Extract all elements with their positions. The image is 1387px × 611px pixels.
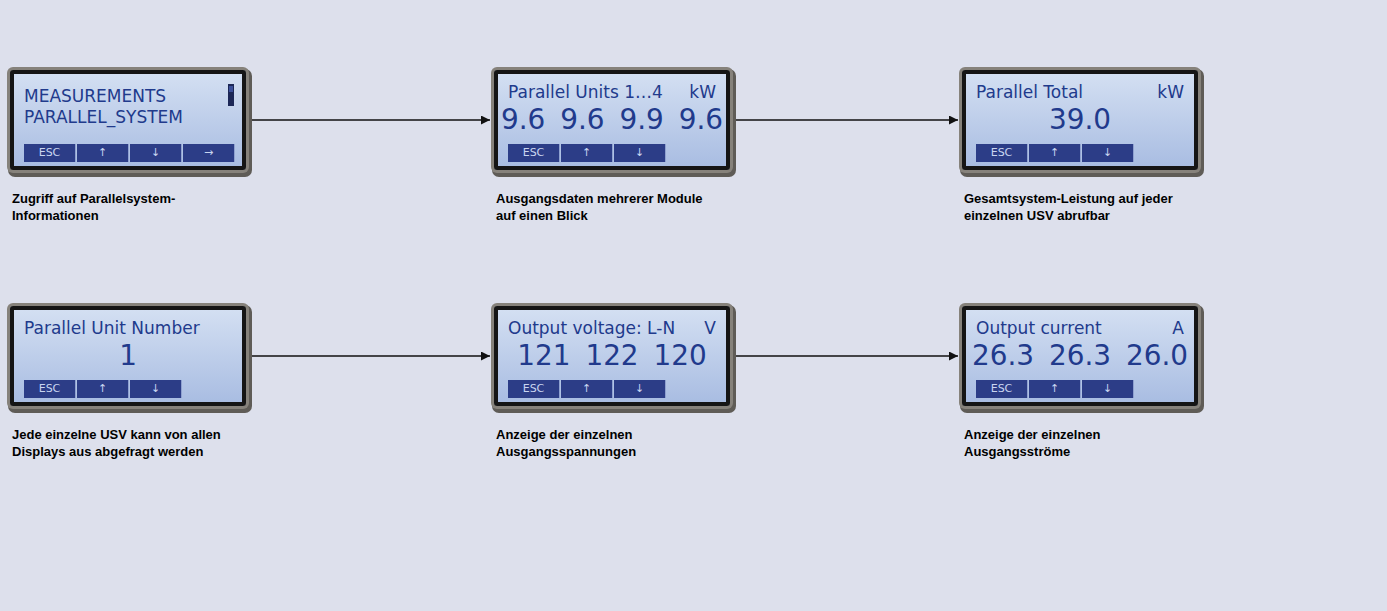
softkey-button: ↑ — [77, 380, 129, 398]
softkey-button: ↑ — [1029, 380, 1081, 398]
reading-value: 26.3 26.3 26.0 — [966, 338, 1194, 374]
unit-label: A — [1172, 318, 1184, 338]
flow-arrow — [250, 119, 490, 121]
lcd-screen: Output currentA26.3 26.3 26.0Anzeige der… — [962, 306, 1198, 406]
softkey-label: ↓ — [1082, 144, 1133, 162]
softkey-label: ESC — [508, 144, 559, 162]
softkey-label: ↑ — [1029, 144, 1080, 162]
lcd-screen: MEASUREMENTS PARALLEL_SYSTEMZugriff auf … — [10, 70, 246, 170]
lcd-screen: Parallel Unit Number1Jede einzelne USV k… — [10, 306, 246, 406]
softkey-label: ↓ — [130, 380, 181, 398]
flow-arrow — [250, 355, 490, 357]
screen-heading: Output current — [976, 318, 1102, 338]
menu-text: MEASUREMENTS PARALLEL_SYSTEM — [24, 86, 214, 128]
softkey-button: ↓ — [614, 144, 666, 162]
softkey-label: ↓ — [130, 144, 181, 162]
softkey-label: ESC — [24, 380, 75, 398]
softkey-button: ESC — [508, 144, 560, 162]
reading-value: 1 — [14, 338, 242, 374]
softkey-button: ↓ — [130, 144, 182, 162]
softkey-label: ↑ — [77, 144, 128, 162]
softkey-label: ↑ — [77, 380, 128, 398]
reading-value: 121 122 120 — [498, 338, 726, 374]
softkey-button: → — [183, 144, 235, 162]
softkey-label: ↓ — [614, 380, 665, 398]
softkey-button: ESC — [24, 380, 76, 398]
reading-value: 9.6 9.6 9.9 9.6 — [498, 102, 726, 138]
softkey-label: ESC — [976, 144, 1027, 162]
softkey-label: ESC — [508, 380, 559, 398]
softkey-button: ESC — [24, 144, 76, 162]
softkey-label: ESC — [976, 380, 1027, 398]
softkey-label: ESC — [24, 144, 75, 162]
lcd-screen: Parallel Units 1…4kW9.6 9.6 9.9 9.6Ausga… — [494, 70, 730, 170]
screen-caption: Anzeige der einzelnen Ausgangsspannungen — [496, 426, 724, 460]
reading-value: 39.0 — [966, 102, 1194, 138]
softkey-button: ↓ — [1082, 380, 1134, 398]
unit-label: kW — [689, 82, 716, 102]
softkey-button: ESC — [508, 380, 560, 398]
screen-heading: Parallel Unit Number — [24, 318, 200, 338]
unit-label: kW — [1157, 82, 1184, 102]
scroll-indicator — [227, 84, 235, 106]
softkey-button: ESC — [976, 144, 1028, 162]
screen-caption: Anzeige der einzelnen Ausgangsströme — [964, 426, 1192, 460]
unit-label: V — [704, 318, 716, 338]
lcd-screen: Parallel TotalkW39.0Gesamtsystem-Leistun… — [962, 70, 1198, 170]
flow-arrow — [734, 119, 958, 121]
softkey-button: ↑ — [77, 144, 129, 162]
screen-heading: Parallel Total — [976, 82, 1083, 102]
softkey-label: ↓ — [1082, 380, 1133, 398]
flow-arrow — [734, 355, 958, 357]
lcd-screen: Output voltage: L-NV121 122 120Anzeige d… — [494, 306, 730, 406]
softkey-button: ↑ — [561, 380, 613, 398]
softkey-button: ↑ — [1029, 144, 1081, 162]
softkey-button: ESC — [976, 380, 1028, 398]
softkey-button: ↓ — [1082, 144, 1134, 162]
softkey-button: ↓ — [130, 380, 182, 398]
screen-caption: Zugriff auf Parallelsystem-Informationen — [12, 190, 240, 224]
screen-caption: Jede einzelne USV kann von allen Display… — [12, 426, 240, 460]
screen-caption: Gesamtsystem-Leistung auf jeder einzelne… — [964, 190, 1192, 224]
softkey-button: ↓ — [614, 380, 666, 398]
screen-heading: Output voltage: L-N — [508, 318, 675, 338]
softkey-label: ↓ — [614, 144, 665, 162]
softkey-label: ↑ — [561, 380, 612, 398]
screen-heading: Parallel Units 1…4 — [508, 82, 663, 102]
screen-caption: Ausgangsdaten mehrerer Module auf einen … — [496, 190, 724, 224]
softkey-label: ↑ — [561, 144, 612, 162]
softkey-label: ↑ — [1029, 380, 1080, 398]
softkey-label: → — [183, 144, 234, 162]
softkey-button: ↑ — [561, 144, 613, 162]
